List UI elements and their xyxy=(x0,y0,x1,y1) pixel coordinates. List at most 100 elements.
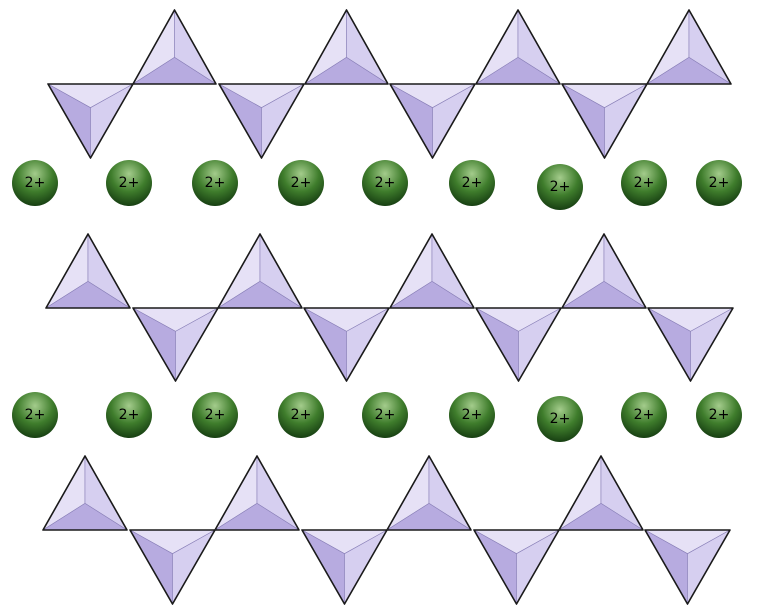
tetrahedron-up xyxy=(41,454,129,531)
ion-sphere xyxy=(278,160,324,206)
cation-ion: 2+ xyxy=(278,160,324,206)
tetrahedron-down xyxy=(560,83,649,160)
tetrahedron-down xyxy=(475,307,562,383)
tetrahedron-outline xyxy=(644,529,731,605)
tetrahedron-outline xyxy=(558,455,644,531)
ion-charge-label: 2+ xyxy=(634,407,655,423)
tetrahedron-chains xyxy=(41,8,734,606)
ion-charge-label: 2+ xyxy=(462,407,483,423)
tetrahedron-down xyxy=(132,307,219,383)
tetrahedron-down xyxy=(128,529,217,606)
tetrahedron-down xyxy=(472,529,561,606)
cation-ion: 2+ xyxy=(362,392,408,438)
ion-sphere xyxy=(362,160,408,206)
tetrahedron-down xyxy=(388,83,477,160)
cation-ion: 2+ xyxy=(192,160,238,206)
tetrahedron-outline xyxy=(214,455,300,531)
ion-sphere xyxy=(696,392,742,438)
tetrahedron-up xyxy=(388,232,476,309)
tetrahedron-outline xyxy=(475,9,561,85)
tetrahedron-up xyxy=(474,8,562,85)
tetrahedron-outline xyxy=(301,529,388,605)
cation-ion: 2+ xyxy=(621,392,667,438)
ion-sphere xyxy=(278,392,324,438)
ion-sphere xyxy=(449,392,495,438)
cation-ion: 2+ xyxy=(449,392,495,438)
ion-sphere xyxy=(696,160,742,206)
cation-ion: 2+ xyxy=(537,164,583,210)
ion-charge-label: 2+ xyxy=(291,175,312,191)
tetrahedron-outline xyxy=(217,233,303,309)
cation-ion: 2+ xyxy=(696,392,742,438)
tetrahedron-outline xyxy=(561,233,647,309)
ion-sphere xyxy=(192,160,238,206)
ion-sphere xyxy=(537,396,583,442)
ion-charge-label: 2+ xyxy=(119,407,140,423)
tetrahedron-outline xyxy=(303,307,390,382)
cation-ion: 2+ xyxy=(12,160,58,206)
ion-sphere xyxy=(362,392,408,438)
ion-charge-label: 2+ xyxy=(550,179,571,195)
tetrahedron-up xyxy=(560,232,648,309)
ion-sphere xyxy=(537,164,583,210)
ion-charge-label: 2+ xyxy=(119,175,140,191)
tetrahedron-outline xyxy=(389,233,475,309)
ion-sphere xyxy=(449,160,495,206)
tetrahedron-outline xyxy=(45,233,131,309)
tetrahedron-outline xyxy=(475,307,562,382)
ion-sphere xyxy=(106,392,152,438)
tetrahedron-outline xyxy=(132,9,217,85)
tetrahedron-outline xyxy=(304,9,389,85)
cation-ion: 2+ xyxy=(12,392,58,438)
ion-charge-label: 2+ xyxy=(462,175,483,191)
tetrahedron-up xyxy=(44,232,132,309)
tetrahedron-up xyxy=(303,8,390,85)
cation-ion: 2+ xyxy=(537,396,583,442)
tetrahedron-up xyxy=(131,8,218,85)
ion-charge-label: 2+ xyxy=(291,407,312,423)
ion-charge-label: 2+ xyxy=(375,407,396,423)
ion-sphere xyxy=(106,160,152,206)
cation-ion: 2+ xyxy=(192,392,238,438)
tetrahedron-outline xyxy=(218,83,305,159)
tetrahedron-outline xyxy=(389,83,476,159)
tetrahedron-outline xyxy=(646,9,732,85)
tetrahedron-up xyxy=(213,454,301,531)
tetrahedron-down xyxy=(300,529,389,606)
ion-charge-label: 2+ xyxy=(709,175,730,191)
tetrahedron-outline xyxy=(647,307,734,382)
ion-charge-label: 2+ xyxy=(375,175,396,191)
ion-charge-label: 2+ xyxy=(205,175,226,191)
tetrahedron-outline xyxy=(561,83,648,159)
ion-sphere xyxy=(12,160,58,206)
tetrahedron-up xyxy=(385,454,473,531)
tetrahedron-outline xyxy=(386,455,472,531)
tetrahedron-down xyxy=(46,83,135,160)
tetrahedron-outline xyxy=(47,83,134,159)
cation-ion: 2+ xyxy=(278,392,324,438)
tetrahedron-up xyxy=(557,454,645,531)
ion-charge-label: 2+ xyxy=(25,175,46,191)
tetrahedron-outline xyxy=(473,529,560,605)
ion-sphere xyxy=(621,392,667,438)
cation-ion: 2+ xyxy=(362,160,408,206)
ion-charge-label: 2+ xyxy=(25,407,46,423)
tetrahedron-down xyxy=(303,307,390,383)
ion-charge-label: 2+ xyxy=(634,175,655,191)
tetrahedron-outline xyxy=(132,307,219,382)
tetrahedron-down xyxy=(647,307,734,383)
ion-charge-label: 2+ xyxy=(205,407,226,423)
cation-ion: 2+ xyxy=(106,160,152,206)
tetrahedron-down xyxy=(643,529,732,606)
ion-sphere xyxy=(192,392,238,438)
ion-charge-label: 2+ xyxy=(550,411,571,427)
cation-ion: 2+ xyxy=(449,160,495,206)
tetrahedron-up xyxy=(645,8,733,85)
tetrahedron-up xyxy=(216,232,304,309)
cation-ion: 2+ xyxy=(621,160,667,206)
cation-ion: 2+ xyxy=(106,392,152,438)
ion-sphere xyxy=(621,160,667,206)
ion-charge-label: 2+ xyxy=(709,407,730,423)
